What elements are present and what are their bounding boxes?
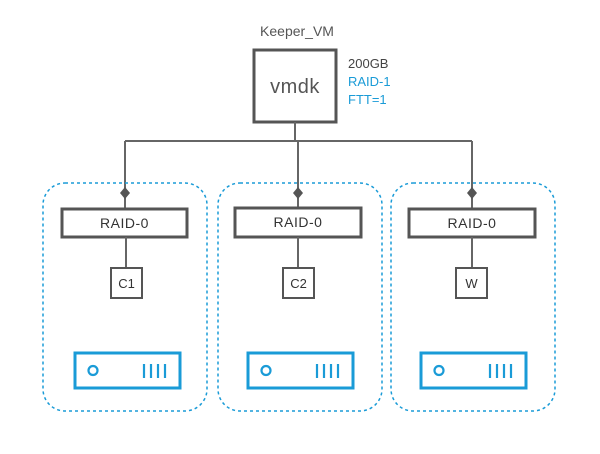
server-icon: [419, 351, 528, 390]
vm-name: Keeper_VM: [260, 23, 334, 39]
raid0-box: [233, 206, 363, 239]
component-label: W: [465, 276, 478, 291]
diamond-connector-icon: [120, 187, 130, 199]
raid0-label: RAID-0: [274, 214, 323, 230]
raid0-box: [60, 207, 189, 239]
raid0-label: RAID-0: [100, 215, 149, 231]
host-group-1[interactable]: RAID-0 C1: [42, 182, 208, 412]
host-group-2[interactable]: RAID-0 C2: [217, 182, 383, 412]
host-group-3[interactable]: RAID-0 W: [390, 182, 556, 412]
component-box[interactable]: [110, 267, 143, 299]
diamond-connector-icon: [293, 187, 303, 199]
host-boundary: [42, 182, 208, 412]
policy-ftt: FTT=1: [348, 92, 387, 107]
server-icon: [73, 351, 182, 390]
host-boundary: [390, 182, 556, 412]
component-label: C2: [290, 276, 307, 291]
component-box[interactable]: [282, 267, 315, 299]
host-boundary: [217, 182, 383, 412]
disk-size: 200GB: [348, 56, 388, 71]
raid0-label: RAID-0: [448, 215, 497, 231]
component-label: C1: [118, 276, 135, 291]
policy-raid: RAID-1: [348, 74, 391, 89]
vmdk-disk[interactable]: vmdk: [252, 48, 338, 124]
vmdk-label: vmdk: [270, 76, 320, 98]
diamond-connector-icon: [467, 187, 477, 199]
component-box[interactable]: [455, 267, 488, 299]
server-icon: [246, 351, 355, 390]
